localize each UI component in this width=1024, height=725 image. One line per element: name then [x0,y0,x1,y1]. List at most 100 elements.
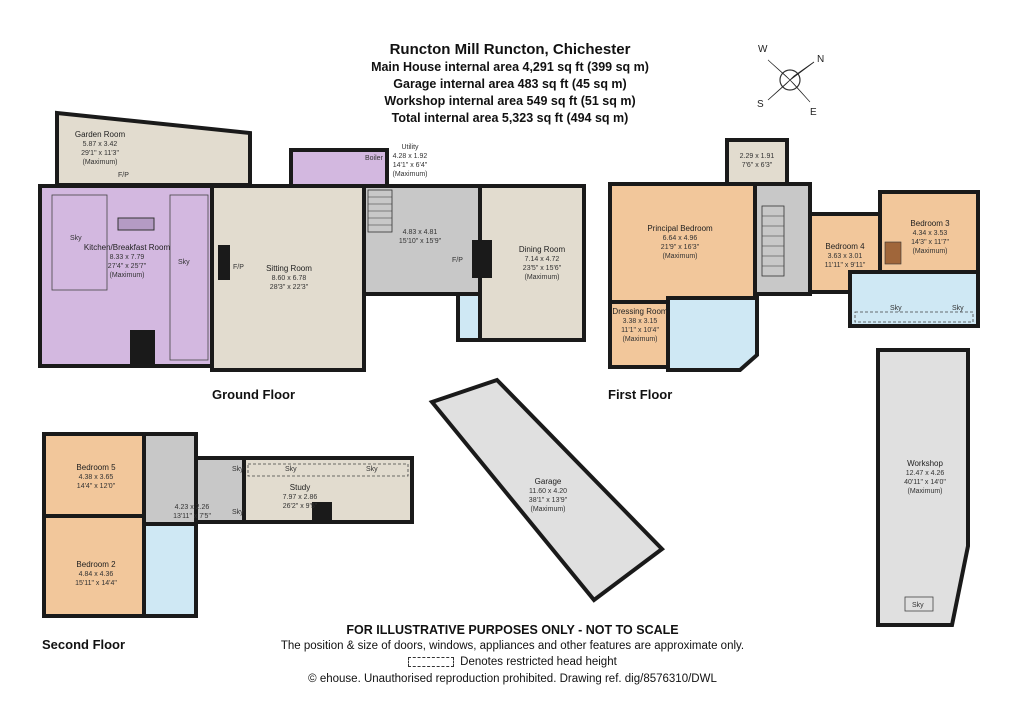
dressing-room-metric: 3.38 x 3.15 [623,318,658,325]
workshop-imperial: 40'11" x 14'0" [904,479,946,486]
bedroom4-name: Bedroom 4 [825,242,865,251]
garage-metric: 11.60 x 4.20 [529,488,567,495]
utility-note: (Maximum) [393,171,428,178]
first-sky-label-1: Sky [890,305,902,312]
fireplace-block [218,245,230,280]
compass-n: N [817,54,824,65]
second-floor-label: Second Floor [42,637,126,652]
utility-metric: 4.28 x 1.92 [393,153,428,160]
ground-floor-plan [38,110,586,372]
dressing-room-name: Dressing Room [612,307,667,316]
dining-room-imperial: 23'5" x 15'6" [523,265,562,272]
landing-small-metric: 2.29 x 1.91 [740,153,775,160]
first-sky-label-2: Sky [952,305,964,312]
second-sky-label-4: Sky [232,509,244,516]
garage-imperial: 38'1" x 13'9" [529,497,568,504]
first-floor-plan [608,138,980,372]
sitting-room-area [210,184,366,372]
bedroom5-metric: 4.38 x 3.65 [79,474,114,481]
second-sky-label-2: Sky [285,466,297,473]
second-sky-label-3: Sky [366,466,378,473]
dining-room-area [478,184,586,342]
landing2-metric: 4.23 x 2.26 [175,504,210,511]
disclaimer-heading: FOR ILLUSTRATIVE PURPOSES ONLY - NOT TO … [346,623,679,637]
utility-imperial: 14'1" x 6'4" [393,162,428,169]
principal-bedroom-imperial: 21'9" x 16'3" [661,244,700,251]
hall-imperial: 15'10" x 15'9" [399,238,442,245]
compass-e: E [810,107,817,118]
kitchen-imperial: 27'4" x 25'7" [108,263,147,270]
principal-bedroom-metric: 6.64 x 4.96 [663,235,698,242]
compass-rose-icon: W N S E [757,44,824,118]
second-landing-area [142,432,198,526]
study-imperial: 26'2" x 9'5" [283,503,318,510]
bedroom2-area [42,514,146,618]
dressing-room-area [608,300,670,369]
ensuite-area [666,296,759,372]
bedroom3-metric: 4.34 x 3.53 [913,230,948,237]
first-bath-area [848,270,980,328]
restricted-height-first [854,311,974,323]
bedroom2-imperial: 15'11" x 14'4" [75,580,117,587]
first-stairs-icon [761,205,785,277]
dining-room-name: Dining Room [519,245,566,254]
bedroom5-imperial: 14'4" x 12'0" [77,483,116,490]
principal-bedroom-name: Principal Bedroom [647,224,713,233]
garden-room-note: (Maximum) [83,159,118,166]
garden-room-imperial: 29'1" x 11'3" [81,150,119,157]
kitchen-sky-label-left: Sky [70,235,82,242]
principal-bedroom-area [608,182,757,304]
bedroom5-name: Bedroom 5 [76,463,116,472]
bedroom3-imperial: 14'3" x 11'7" [911,239,949,246]
study-name: Study [290,483,310,492]
sitting-room-imperial: 28'3" x 22'3" [270,284,309,291]
dining-room-metric: 7.14 x 4.72 [525,256,560,263]
ground-floor-label: Ground Floor [212,387,296,402]
bedroom3-note: (Maximum) [913,248,948,255]
second-bath-area [142,522,198,618]
workshop-metric: 12.47 x 4.26 [906,470,945,477]
restricted-height-text: Denotes restricted head height [460,656,617,668]
bedroom3-name: Bedroom 3 [910,219,950,228]
hall-fp-label: F/P [452,257,463,264]
restricted-height-swatch [408,656,455,667]
garage-note: (Maximum) [531,506,566,513]
hall-metric: 4.83 x 4.81 [403,229,438,236]
study-metric: 7.97 x 2.86 [283,494,318,501]
chimney-block-k [130,330,155,366]
dressing-room-note: (Maximum) [623,336,658,343]
workshop-name: Workshop [907,459,943,468]
workshop-area: Workshop internal area 549 sq ft (51 sq … [384,94,636,108]
bedroom2-metric: 4.84 x 4.36 [79,571,114,578]
restricted-height-legend: Denotes restricted head height [240,656,785,668]
dining-room-note: (Maximum) [525,274,560,281]
kitchen-area [38,184,214,368]
total-area: Total internal area 5,323 sq ft (494 sq … [391,111,629,125]
sitting-room-metric: 8.60 x 6.78 [272,275,307,282]
workshop-sky-box [904,596,934,612]
compass-w: W [758,44,768,55]
second-sky-label-1: Sky [232,466,244,473]
bedroom2-name: Bedroom 2 [76,560,116,569]
bedroom4-metric: 3.63 x 3.01 [828,253,863,260]
kitchen-note: (Maximum) [110,272,145,279]
main-house-area: Main House internal area 4,291 sq ft (39… [371,60,649,74]
bedroom4-imperial: 11'11" x 9'11" [825,262,866,269]
kitchen-metric: 8.33 x 7.79 [110,254,145,261]
kitchen-sky-left [51,194,108,291]
first-landing-area [753,182,812,296]
copyright-icon: © [308,673,317,685]
garage-area: Garage internal area 483 sq ft (45 sq m) [393,77,627,91]
workshop-note: (Maximum) [908,488,943,495]
garden-room-name: Garden Room [75,130,126,139]
first-floor-label: First Floor [608,387,673,402]
sitting-room-name: Sitting Room [266,264,312,273]
landing-small-area [725,138,789,186]
principal-bedroom-note: (Maximum) [663,253,698,260]
garden-room-metric: 5.87 x 3.42 [83,141,118,148]
garden-fp-label: F/P [118,172,129,179]
kitchen-sky-label-right: Sky [178,259,190,266]
compass-s: S [757,99,764,110]
